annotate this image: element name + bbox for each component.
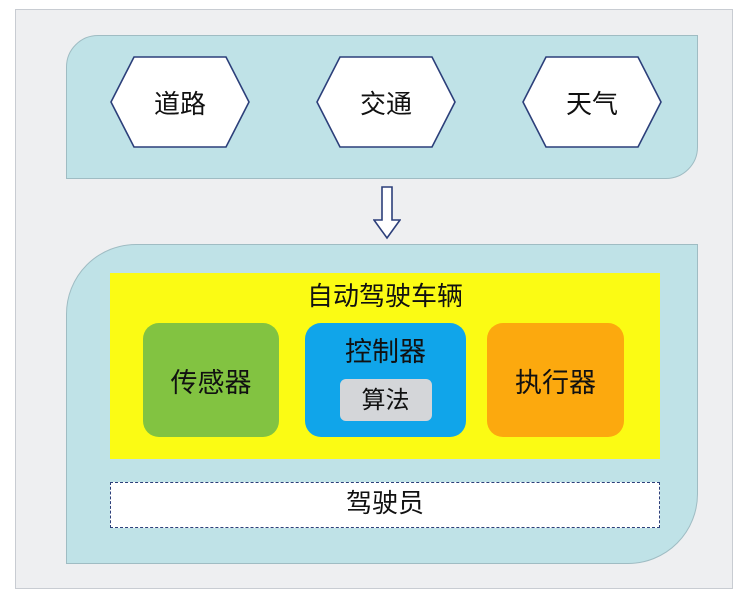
hexagon-shape xyxy=(522,56,662,148)
actuator-label: 执行器 xyxy=(515,367,596,399)
sensor-label: 传感器 xyxy=(170,367,252,399)
hexagon-shape xyxy=(110,56,250,148)
hexagon-label-weather: 天气 xyxy=(565,89,618,120)
algorithm-box: 算法 xyxy=(339,379,432,421)
hexagon-label-traffic: 交通 xyxy=(359,89,412,120)
controller-label: 控制器 xyxy=(345,337,426,368)
actuator-box: 执行器 xyxy=(487,323,624,437)
environment-hexagon-road: 道路 xyxy=(110,56,250,148)
sensor-box: 传感器 xyxy=(143,323,279,437)
environment-hexagon-traffic: 交通 xyxy=(316,56,456,148)
environment-hexagon-weather: 天气 xyxy=(522,56,662,148)
hexagon-label-road: 道路 xyxy=(153,89,206,120)
driver-box: 驾驶员 xyxy=(110,482,660,528)
vehicle-title: 自动驾驶车辆 xyxy=(306,282,463,312)
controller-box: 控制器 算法 xyxy=(305,323,466,437)
hexagon-shape xyxy=(316,56,456,148)
down-arrow-icon xyxy=(373,186,401,240)
